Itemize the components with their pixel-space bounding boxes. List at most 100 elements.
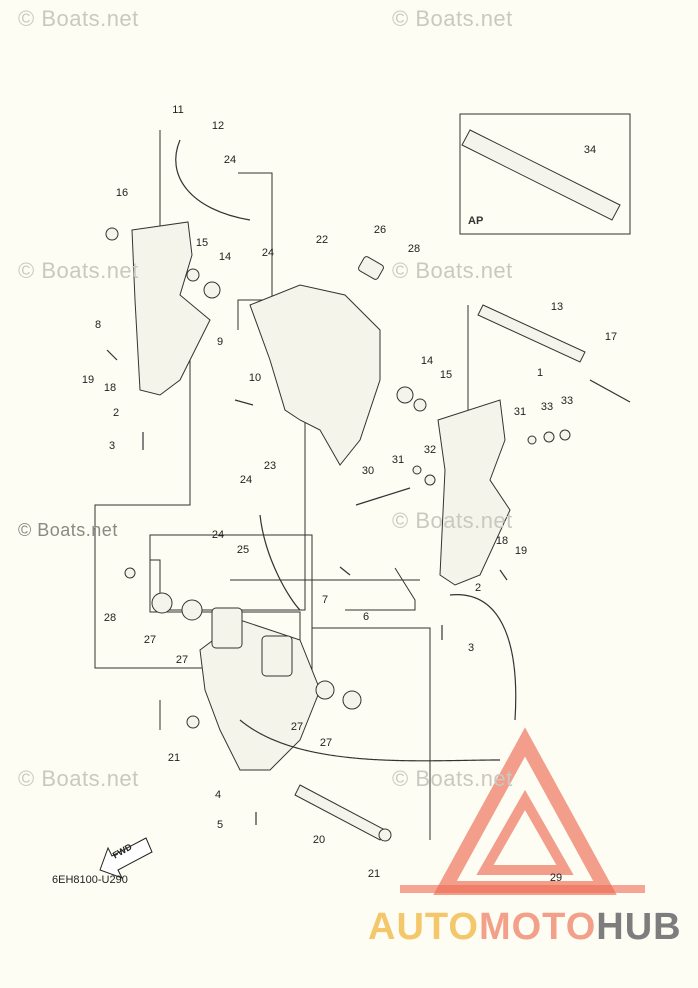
inset-label: AP [468,215,484,227]
nut-33b [559,429,571,441]
part-callout: 1 [536,367,544,379]
washer-32 [424,474,436,486]
part-callout: 3 [467,642,475,654]
part-callout: 27 [290,721,304,733]
wire-2 [449,594,517,721]
bush-21a [186,715,200,729]
washer-15b [413,398,427,412]
washer-16 [105,227,119,241]
part-callout: 33 [560,395,574,407]
bolt-10 [234,399,254,406]
port-clamp-bracket [131,221,211,396]
brand-part-1: AUTO [368,906,479,948]
wire-25 [259,514,301,611]
washer-31 [412,465,422,475]
part-callout: 17 [604,331,618,343]
part-callout: 28 [407,243,421,255]
part-callout: 22 [315,234,329,246]
fwd-arrow-icon [99,837,153,879]
watermark: © Boats.net [18,520,118,540]
part-callout: 10 [248,372,262,384]
part-callout: 6 [362,611,370,623]
part-callout: 7 [321,594,329,606]
bushing-27b [181,599,203,621]
part-callout: 2 [474,582,482,594]
starboard-clamp-bracket [437,399,511,586]
wire-11 [175,139,251,221]
bolt-19a [106,349,118,361]
bush-14a [203,281,221,299]
watermark: © Boats.net [392,258,513,283]
logo-band [400,885,645,893]
bolt-30 [355,487,411,506]
part-callout: 27 [143,634,157,646]
part-callout: 31 [391,454,405,466]
washer-15 [186,268,200,282]
part-callout: 4 [214,789,222,801]
part-callout: 8 [94,319,102,331]
watermark: © Boats.net [392,766,513,791]
part-callout: 27 [175,654,189,666]
bolt-7 [339,566,351,576]
cylinder-top-right [261,635,293,677]
brand-logo-text: AUTOMOTOHUB [368,906,682,949]
part-callout: 14 [218,251,232,263]
part-callout: 18 [103,382,117,394]
part-callout: 13 [550,301,564,313]
part-callout: 23 [263,460,277,472]
bushing-27a [151,592,173,614]
part-callout: 2 [112,407,120,419]
cable-long [239,719,501,762]
bushing-27d [342,690,362,710]
bush-14b [396,386,414,404]
cylinder-top-left [211,607,243,649]
watermark: © Boats.net [18,766,139,791]
inset-box [459,113,631,235]
washer-31b [527,435,537,445]
part-callout: 20 [312,834,326,846]
part-callout: 3 [108,440,116,452]
part-callout: 15 [439,369,453,381]
bushing-27c [315,680,335,700]
washer-28 [124,567,136,579]
watermark: © Boats.net [18,6,139,31]
part-callout: 26 [373,224,387,236]
part-callout: 24 [261,247,275,259]
diagram-code: 6EH8100-U290 [52,874,128,886]
part-callout: 30 [361,465,375,477]
part-callout: 19 [514,545,528,557]
part-callout: 12 [211,120,225,132]
part-callout: 21 [167,752,181,764]
part-callout: 32 [423,444,437,456]
watermark: © Boats.net [392,508,513,533]
swivel-bracket [249,284,381,466]
boundary-line [345,567,416,611]
tilt-shaft [294,784,386,841]
part-callout: 24 [239,474,253,486]
bush-21b [378,828,392,842]
part-callout: 14 [420,355,434,367]
part-callout: 18 [495,535,509,547]
boundary-line [150,372,306,611]
part-callout: 15 [195,237,209,249]
brand-part-3: HUB [596,906,682,948]
autohub-logo-icon [433,727,617,895]
bolt-17 [589,379,631,403]
part-callout: 24 [223,154,237,166]
watermark: © Boats.net [392,6,513,31]
part-callout: 31 [513,406,527,418]
part-callout: 29 [549,872,563,884]
watermark: © Boats.net [18,258,139,283]
part-callout: 33 [540,401,554,413]
part-callout: 25 [236,544,250,556]
part-callout: 19 [81,374,95,386]
part-callout: 28 [103,612,117,624]
steering-shaft [477,304,586,363]
part-callout: 9 [216,336,224,348]
bolt-19b [499,569,508,581]
brand-part-2: MOTO [478,906,597,948]
bushing-26 [358,256,384,280]
part-callout: 5 [216,819,224,831]
inset-bar [461,129,621,221]
